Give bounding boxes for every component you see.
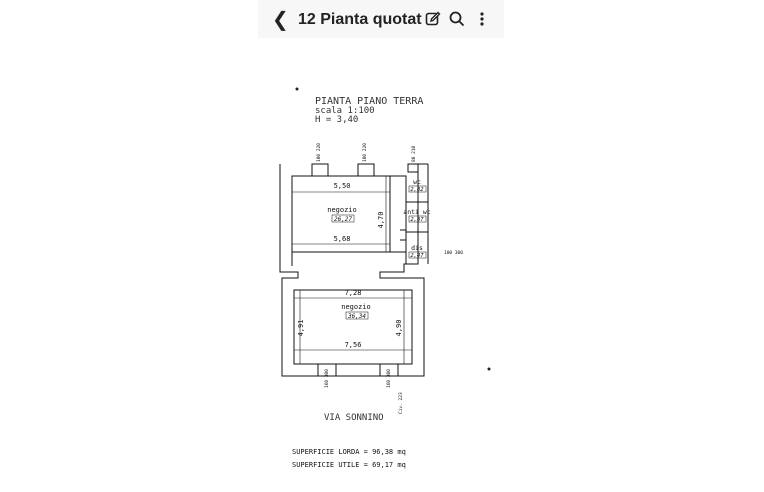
more-vertical-icon[interactable] — [471, 8, 493, 30]
room-dis-label: dis — [411, 244, 423, 252]
dim-mid-width: 5,68 — [334, 235, 351, 243]
street-name: VIA SONNINO — [324, 413, 384, 423]
search-icon[interactable] — [446, 8, 468, 30]
dim-top-width: 5,50 — [334, 182, 351, 190]
opening-top-1: 100 220 — [316, 143, 322, 162]
dim-bottom-left-height: 4,91 — [297, 320, 305, 337]
room-negozio-bottom-label: negozio — [341, 303, 371, 311]
room-anti-wc-area: 2,07 — [410, 217, 424, 223]
plan-heading-height: H = 3,40 — [315, 115, 358, 125]
plan-heading-title: PIANTA PIANO TERRA — [315, 96, 423, 107]
surface-lorda: SUPERFICIE LORDA = 96,38 mq — [292, 448, 406, 456]
dim-top-height: 4,70 — [377, 212, 385, 229]
room-anti-wc-label: anti wc — [403, 208, 430, 216]
chevron-left-icon[interactable]: ❮ — [272, 7, 289, 31]
dimension-lines — [292, 176, 412, 364]
dim-bottom-width: 7,56 — [345, 341, 362, 349]
top-app-bar: ❮ 12 Pianta quotat... — [258, 0, 504, 38]
room-dis-area: 2,47 — [410, 253, 424, 259]
surface-utile: SUPERFICIE UTILE = 69,17 mq — [292, 461, 406, 469]
civic-number: Civ. 223 — [398, 392, 404, 414]
edit-icon[interactable] — [422, 8, 444, 30]
dim-bottom-top-width: 7,28 — [345, 289, 362, 297]
opening-right: 100 300 — [444, 250, 463, 256]
plan-heading-scale: scala 1:100 — [315, 106, 375, 116]
room-negozio-bottom-area: 36,34 — [347, 313, 366, 320]
room-wc-label: wc — [413, 178, 421, 186]
room-negozio-top-label: negozio — [327, 206, 357, 214]
opening-top-2: 100 220 — [362, 143, 368, 162]
room-wc-area: 2,02 — [410, 187, 424, 193]
room-negozio-top-area: 26,27 — [334, 216, 352, 223]
dim-bottom-right-height: 4,90 — [395, 320, 403, 337]
floor-plan: PIANTA PIANO TERRA scala 1:100 H = 3,40 — [279, 96, 463, 469]
walls — [279, 163, 429, 377]
opening-bottom-1: 160 300 — [324, 369, 330, 388]
document-title: 12 Pianta quotat... — [298, 11, 422, 28]
opening-bottom-2: 160 300 — [386, 369, 392, 388]
opening-top-3: 80 210 — [411, 145, 417, 162]
